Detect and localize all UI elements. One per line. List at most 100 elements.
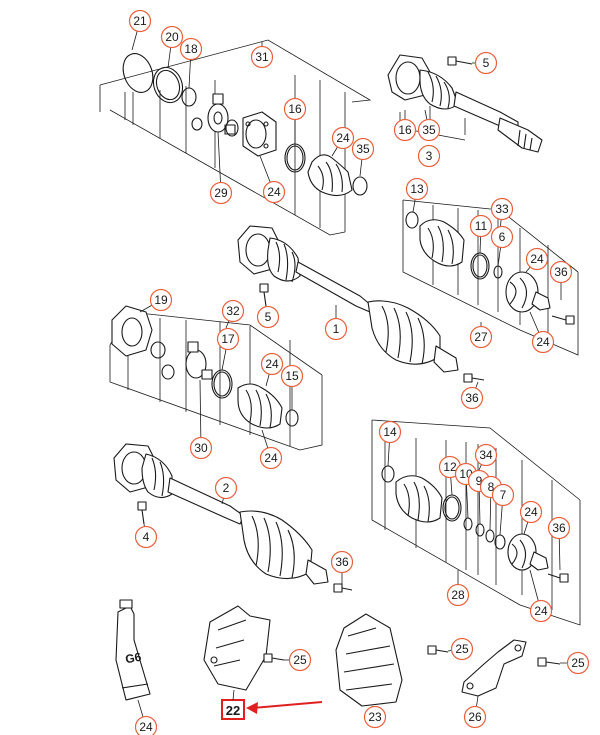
callout-circle-c26 [463,705,487,729]
callout-circle-c24h [529,599,553,623]
assembly-right-lower [371,419,581,626]
callout-circle-c24g [519,500,543,524]
callout-number-c18: 18 [184,42,198,56]
callout-circle-c15 [280,364,304,388]
callout-circle-c30 [189,436,213,460]
callout-circle-c18 [179,37,203,61]
callout-circle-c24i [134,715,158,735]
callout-number-c21a: 21 [133,14,147,28]
highlight-arrow [251,701,323,709]
callout-circle-c35b [417,118,441,142]
callout-circle-c13 [405,177,429,201]
callout-number-c27: 27 [474,330,488,344]
highlight-arrow-head [246,702,258,714]
callout-number-c32: 32 [226,304,240,318]
leader-line-c30 [199,379,202,449]
callout-circle-c29 [209,181,233,205]
callout-circle-c5b [256,305,280,329]
callout-circle-c35a [351,137,375,161]
callout-number-c8: 8 [488,480,495,494]
callout-circle-c28 [446,583,470,607]
callout-circle-c32 [221,299,245,323]
grease-tube-label: G6 [124,650,143,667]
callout-number-c16b: 16 [398,123,412,137]
callout-circle-c3 [417,144,441,168]
assembly-top-right-shaft [387,54,543,153]
callout-number-c25c: 25 [571,656,585,670]
callout-number-c24a: 24 [336,131,350,145]
callout-number-c17: 17 [221,332,235,346]
callout-circle-c24c [525,247,549,271]
callout-circle-c6 [490,225,514,249]
callout-number-c24d: 24 [536,335,550,349]
callout-number-c25b: 25 [455,642,469,656]
callout-number-c16a: 16 [288,102,302,116]
drive-shaft-2 [113,443,353,593]
callout-number-c19: 19 [154,293,168,307]
callout-number-c2: 2 [223,481,230,495]
callout-number-c24b: 24 [267,185,281,199]
callout-circle-c25c [566,651,590,675]
callout-number-c36d: 36 [335,555,349,569]
callout-number-c33: 33 [495,202,509,216]
callout-number-c28: 28 [451,588,465,602]
callout-number-c24c: 24 [530,252,544,266]
callout-number-c1: 1 [333,322,340,336]
callout-circle-c25a [288,648,312,672]
callout-number-c24g: 24 [524,505,538,519]
highlighted-part-number: 22 [226,703,240,718]
callout-circle-c27 [469,325,493,349]
callout-number-c34: 34 [479,448,493,462]
callout-circle-c31 [250,45,274,69]
callout-number-c20: 20 [165,30,179,44]
assembly-top-left [99,39,372,236]
callout-circle-c7 [491,483,515,507]
callout-number-c24f: 24 [264,451,278,465]
callout-number-c5b: 5 [265,310,272,324]
callout-number-c15: 15 [285,369,299,383]
callout-number-c24h: 24 [534,604,548,618]
callout-circle-c36a [549,260,573,284]
drive-shaft-1 [237,225,485,383]
callout-number-c36c: 36 [552,521,566,535]
callout-circle-c36b [460,386,484,410]
callout-circle-c5a [474,51,498,75]
callout-number-c29: 29 [214,186,228,200]
callout-number-c6: 6 [499,230,506,244]
callout-number-c12: 12 [443,460,457,474]
callout-number-c11: 11 [475,219,488,233]
callout-number-c25a: 25 [293,653,307,667]
callout-circle-c11 [469,214,493,238]
callout-number-c24e: 24 [265,357,279,371]
callout-circle-c24f [259,446,283,470]
callout-number-c30: 30 [194,441,208,455]
callout-number-c35b: 35 [422,123,436,137]
callout-circle-c4 [134,525,158,549]
callout-number-c26: 26 [468,710,482,724]
callout-circle-c16a [283,97,307,121]
callout-number-c7: 7 [500,488,507,502]
callout-circle-c36c [547,516,571,540]
callout-circle-c2 [214,476,238,500]
bottom-row-parts [115,599,561,707]
callout-circle-c34 [474,443,498,467]
callout-circle-c17 [216,327,240,351]
callout-circle-c24b [262,180,286,204]
highlighted-callout: 22 [221,689,323,720]
callout-number-c13: 13 [410,182,424,196]
callout-circle-c25b [450,637,474,661]
callout-circle-c24a [331,126,355,150]
callout-number-c3: 3 [426,149,433,163]
callout-number-c14: 14 [383,425,397,439]
callout-number-c9: 9 [476,474,483,488]
callout-circle-c14 [378,420,402,444]
callout-circle-c36d [330,550,354,574]
callout-circle-c19 [149,288,173,312]
callout-number-c5a: 5 [483,56,490,70]
callout-number-c4: 4 [143,530,150,544]
callout-circle-c20 [160,25,184,49]
callout-circle-c21a [128,9,152,33]
callout-number-c35a: 35 [356,142,370,156]
